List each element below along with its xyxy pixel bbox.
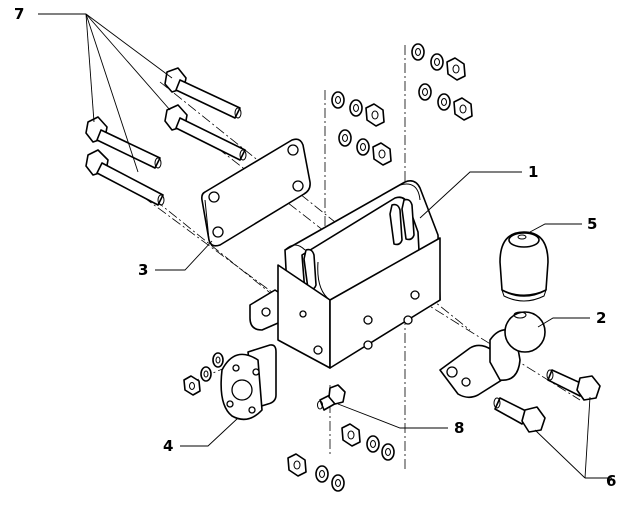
callout-6: 6 <box>606 472 616 490</box>
short-bolt <box>317 384 346 411</box>
ball-cap <box>499 231 549 302</box>
callout-8: 8 <box>454 419 464 437</box>
main-bracket <box>249 180 441 369</box>
callout-5: 5 <box>587 215 597 233</box>
socket-plate <box>220 344 277 421</box>
nut-stack-right <box>418 83 473 121</box>
callout-1: 1 <box>528 163 538 181</box>
long-bolt-top <box>164 67 242 119</box>
long-bolt-lower-left <box>85 116 162 169</box>
long-bolt-bottom <box>85 149 165 206</box>
callout-labels: 7 1 5 2 3 4 8 6 <box>14 5 616 490</box>
callout-7: 7 <box>14 5 24 23</box>
nut-stack-bottom <box>287 453 345 492</box>
long-bolt-middle <box>164 104 247 161</box>
callout-3: 3 <box>138 261 148 279</box>
nut-stack-socket-plate <box>183 352 224 396</box>
nut-stack-lower-center <box>341 423 395 461</box>
tow-ball <box>439 311 546 399</box>
callout-4: 4 <box>163 437 173 455</box>
nut-stack-upper-center <box>331 91 385 127</box>
ball-bolt-lower <box>493 397 546 433</box>
callout-2: 2 <box>596 309 606 327</box>
ball-bolt-upper <box>546 369 601 401</box>
nut-stack-center <box>338 129 392 166</box>
leader-lines <box>38 13 612 479</box>
counter-plate <box>201 138 311 247</box>
nut-stack-upper-right <box>411 43 466 81</box>
